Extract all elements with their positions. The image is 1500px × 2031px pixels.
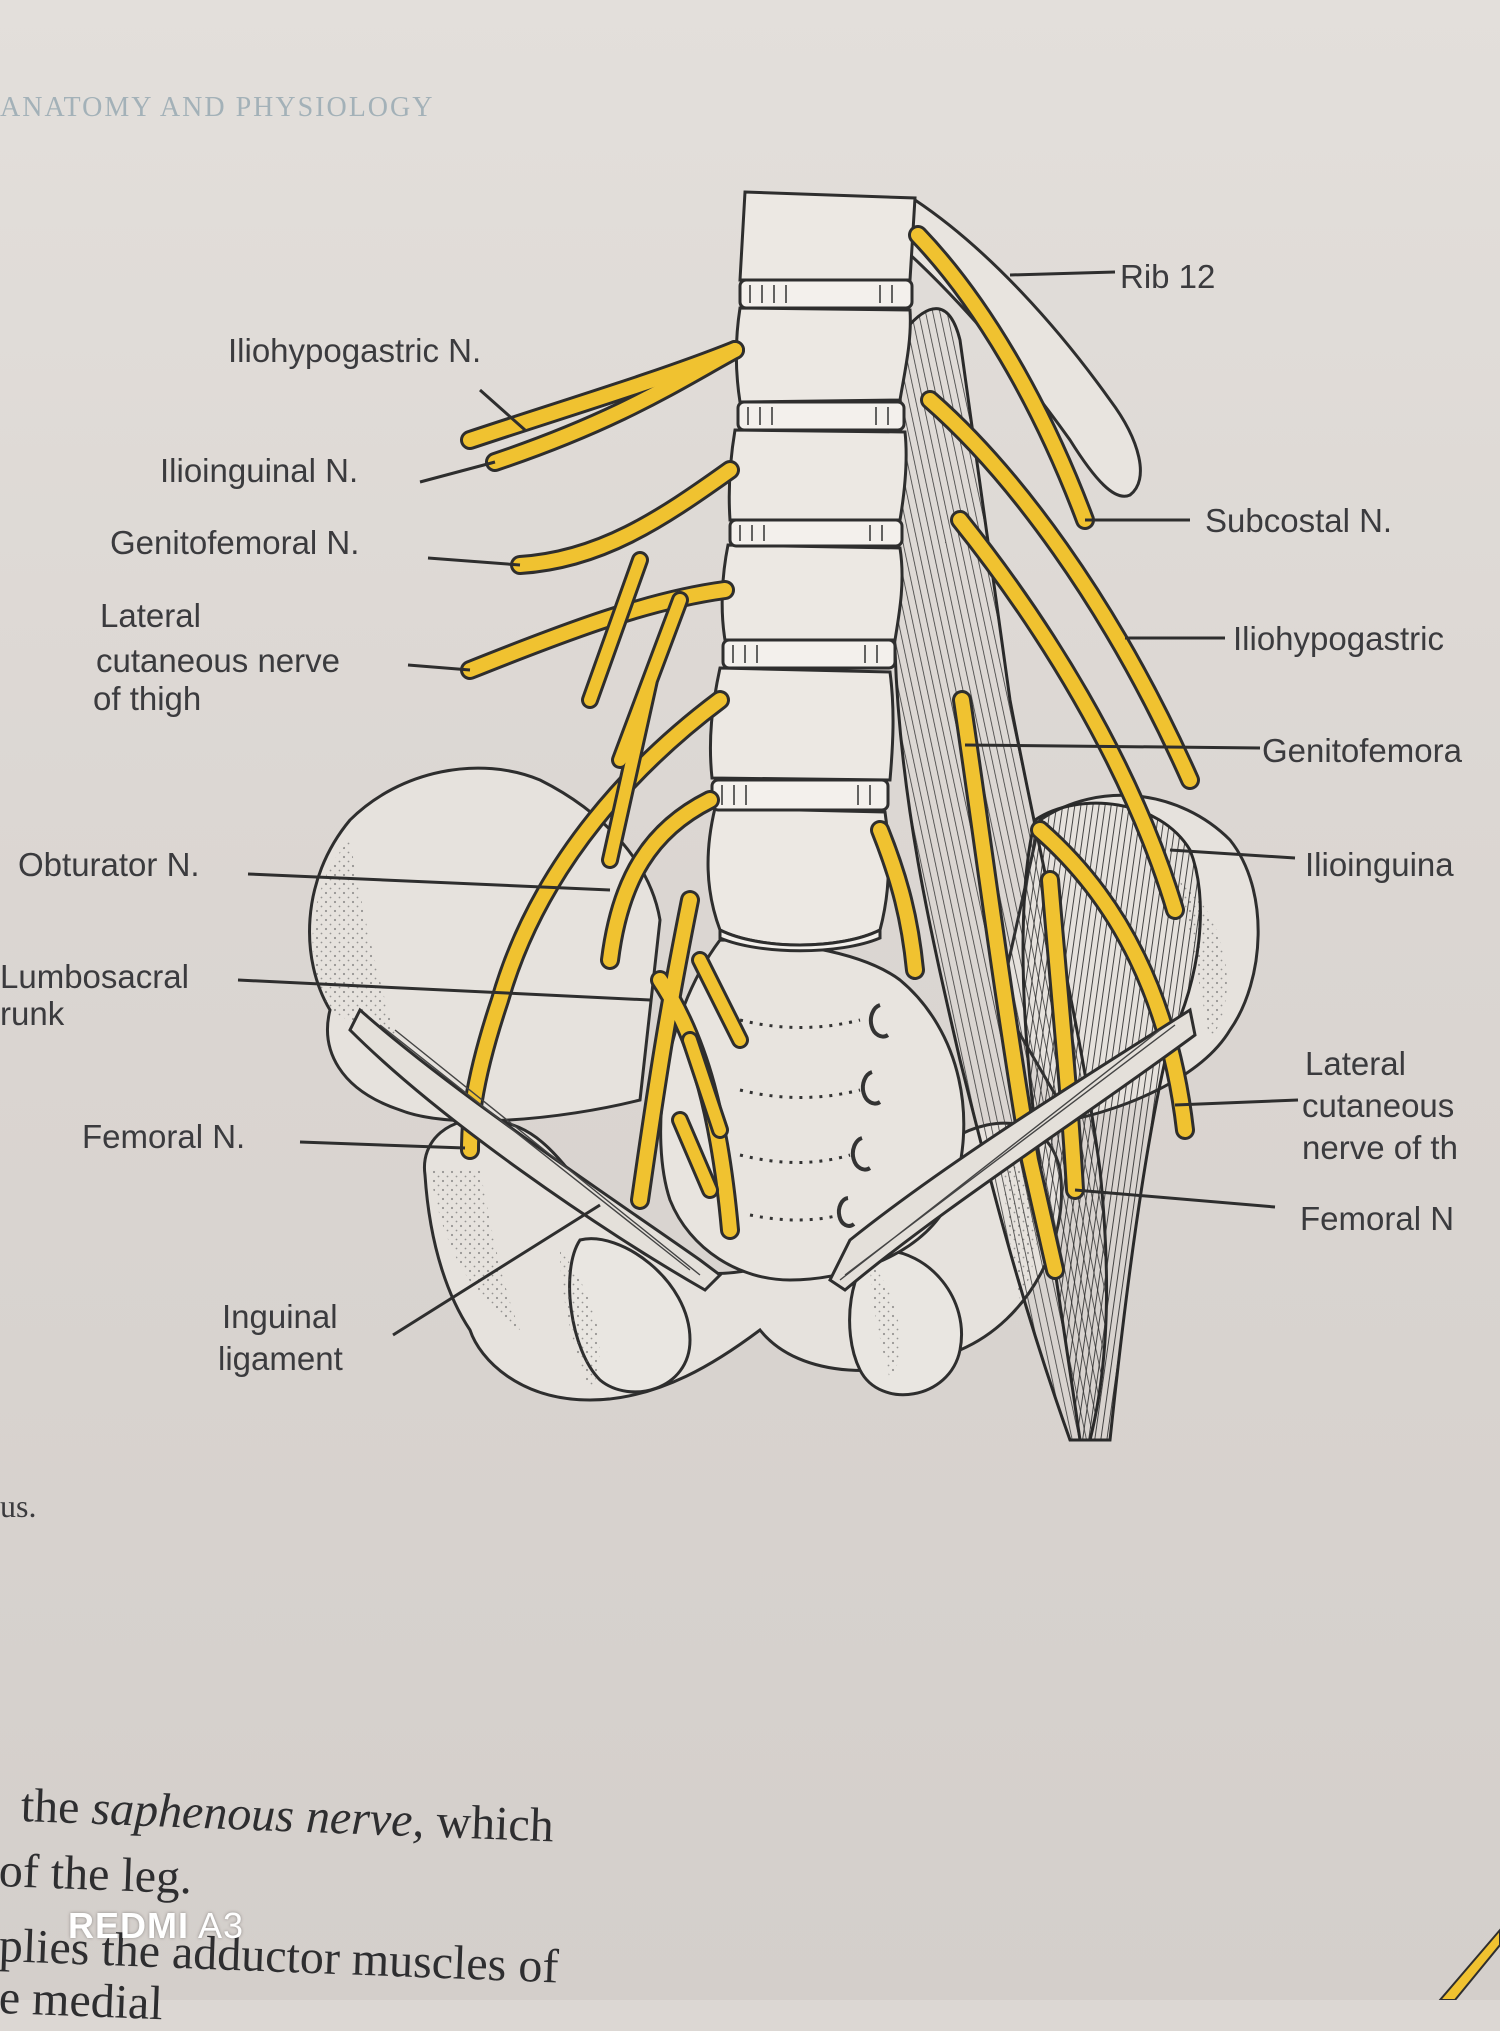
label-iliohypogastric-left: Iliohypogastric N. — [228, 332, 482, 369]
left-nerves — [460, 340, 749, 1240]
body-text-line-4: e medial — [0, 1970, 164, 2031]
sacral-foramina — [739, 1003, 890, 1228]
body-text-line-2: of the leg. — [0, 1843, 194, 1905]
label-genitofemoral-left: Genitofemoral N. — [110, 524, 360, 561]
label-femoral-left: Femoral N. — [82, 1118, 246, 1155]
label-obturator: Obturator N. — [18, 846, 200, 883]
right-nerves — [870, 225, 1200, 1280]
label-lateral-cutaneous-left-3: of thigh — [93, 680, 202, 717]
label-genitofemoral-right: Genitofemora — [1262, 732, 1462, 769]
caption-fragment: us. — [0, 1488, 37, 1524]
corner-accent — [1438, 1928, 1500, 2000]
vertebral-column — [706, 190, 917, 947]
body-text-line-1-italic: saphenous nerve, — [90, 1781, 426, 1848]
label-subcostal: Subcostal N. — [1205, 502, 1393, 539]
label-inguinal-2: ligament — [218, 1340, 343, 1377]
body-text-line-1-pre: the — [19, 1778, 93, 1835]
body-text-line-1-post: which — [423, 1794, 555, 1853]
label-lateral-cutaneous-right-2: cutaneous — [1302, 1087, 1455, 1124]
watermark-model: A3 — [198, 1905, 245, 1946]
label-lumbosacral-1: Lumbosacral — [0, 958, 189, 995]
label-ilioinguinal-left: Ilioinguinal N. — [160, 452, 359, 489]
running-head: ANATOMY AND PHYSIOLOGY — [0, 92, 435, 123]
watermark-brand: REDMI — [68, 1905, 189, 1946]
label-lateral-cutaneous-right-1: Lateral — [1305, 1045, 1406, 1082]
camera-watermark: REDMI A3 — [68, 1905, 244, 1947]
ligament-texture — [379, 1024, 1176, 1281]
label-ilioinguinal-right: Ilioinguina — [1305, 846, 1454, 883]
label-femoral-right: Femoral N — [1300, 1200, 1455, 1237]
label-rib-12: Rib 12 — [1120, 258, 1216, 295]
label-inguinal-1: Inguinal — [222, 1298, 338, 1335]
label-lateral-cutaneous-left-2: cutaneous nerve — [96, 642, 341, 679]
label-iliohypogastric-right: Iliohypogastric — [1233, 620, 1444, 657]
leader-lines — [237, 270, 1299, 1337]
label-lateral-cutaneous-right-3: nerve of th — [1302, 1129, 1458, 1166]
label-lumbosacral-2: runk — [0, 995, 65, 1032]
label-lateral-cutaneous-left-1: Lateral — [100, 597, 201, 634]
disc-striations — [721, 285, 893, 805]
